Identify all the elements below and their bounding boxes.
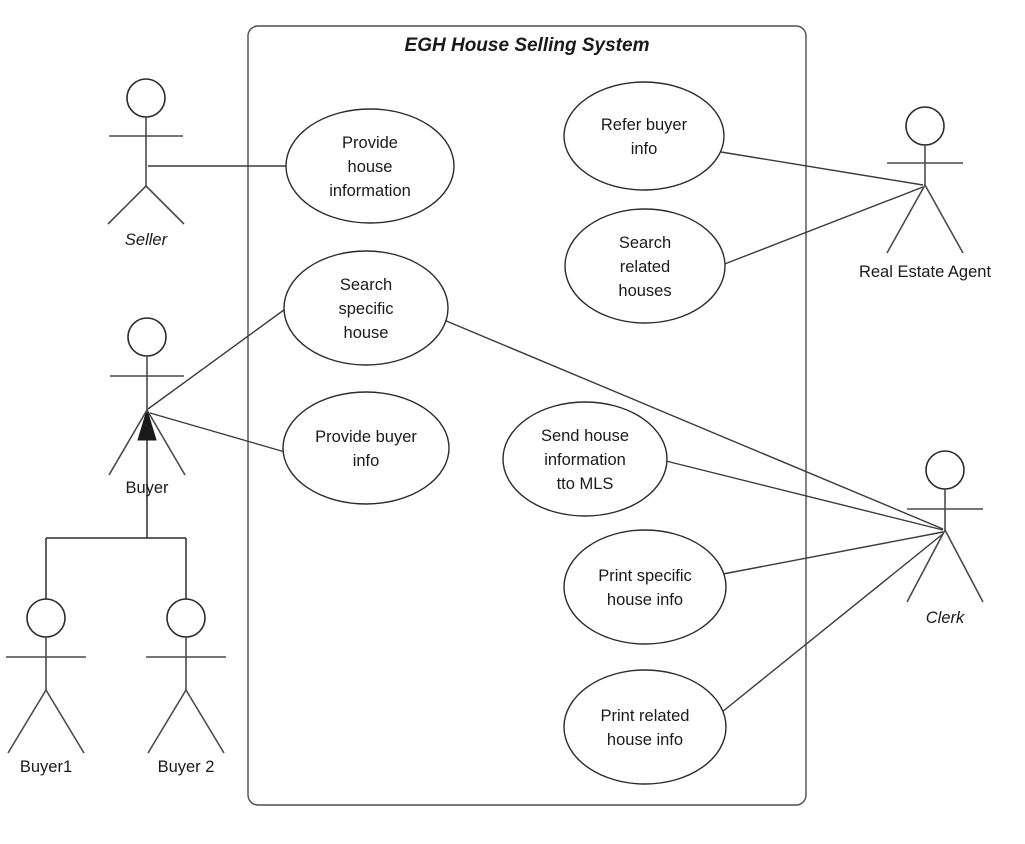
use-case-label-line: Print related	[601, 707, 690, 725]
use-case-print-related-house-info[interactable]: Print related house info	[563, 669, 727, 785]
use-case-label-line: Send house	[541, 427, 629, 445]
actor-left-leg-line	[147, 689, 187, 754]
actor-right-leg-line	[924, 184, 964, 254]
actor-right-leg-line	[146, 409, 186, 476]
system-boundary-box[interactable]	[247, 25, 807, 806]
generalization-layer	[45, 408, 187, 599]
use-case-ellipse	[285, 108, 455, 224]
association-lines-layer	[147, 151, 945, 713]
association-real-estate-agent-to-search-related-houses[interactable]	[721, 186, 924, 266]
use-case-label-line: Provide buyer	[315, 428, 417, 446]
generalization-arrowhead-icon	[137, 408, 157, 441]
use-case-label-line: house	[348, 158, 393, 176]
association-buyer-to-provide-buyer-info[interactable]	[149, 412, 286, 453]
use-case-label-line: info	[631, 140, 658, 158]
actor-label: Buyer	[125, 479, 169, 497]
actor-buyer2[interactable]: Buyer 2	[146, 598, 226, 776]
use-case-ellipse	[563, 81, 725, 191]
use-case-send-house-information-tto-mls[interactable]: Send house information tto MLS	[502, 401, 668, 517]
actor-left-leg-line	[886, 184, 926, 254]
use-case-label-line: house	[344, 324, 389, 342]
use-case-refer-buyer-info[interactable]: Refer buyer info	[563, 81, 725, 191]
actor-right-leg-line	[45, 689, 85, 754]
use-case-label-line: Refer buyer	[601, 116, 688, 134]
use-case-label-line: Search	[340, 276, 392, 294]
actor-left-leg-line	[108, 409, 148, 476]
use-case-provide-house-information[interactable]: Provide house information	[285, 108, 455, 224]
actor-seller[interactable]: Seller	[107, 78, 185, 249]
association-real-estate-agent-to-refer-buyer-info[interactable]	[720, 151, 924, 186]
use-case-label-line: Search	[619, 234, 671, 252]
use-case-ellipse	[564, 208, 726, 324]
actor-head-icon	[925, 450, 965, 490]
use-case-search-specific-house[interactable]: Search specific house	[283, 250, 449, 366]
association-search-specific-house-to-clerk[interactable]	[443, 319, 944, 530]
use-case-label-line: houses	[618, 282, 671, 300]
actor-head-icon	[127, 317, 167, 357]
use-case-label-line: Provide	[342, 134, 398, 152]
generalization-buyer-generalization[interactable]	[45, 408, 187, 599]
use-case-label-line: information	[329, 182, 411, 200]
association-buyer-to-search-specific-house[interactable]	[147, 306, 289, 410]
actor-label: Buyer 2	[158, 758, 215, 776]
use-case-search-related-houses[interactable]: Search related houses	[564, 208, 726, 324]
actor-head-icon	[126, 78, 166, 118]
use-case-ellipse	[563, 529, 727, 645]
use-case-print-specific-house-info[interactable]: Print specific house info	[563, 529, 727, 645]
actor-buyer1[interactable]: Buyer1	[6, 598, 86, 776]
actor-buyer[interactable]: Buyer	[108, 317, 186, 497]
use-case-ellipse	[283, 250, 449, 366]
actor-head-icon	[166, 598, 206, 638]
actor-label: Clerk	[926, 609, 965, 627]
use-case-label-line: house info	[607, 591, 683, 609]
use-case-label-line: tto MLS	[557, 475, 614, 493]
system-boundary-title: EGH House Selling System	[405, 35, 650, 56]
actor-label: Real Estate Agent	[859, 263, 992, 281]
use-case-label-line: Print specific	[598, 567, 692, 585]
actor-label: Buyer1	[20, 758, 72, 776]
actor-real-estate-agent[interactable]: Real Estate Agent	[859, 106, 992, 281]
use-case-label-line: info	[353, 452, 380, 470]
use-case-label-line: related	[620, 258, 670, 276]
use-case-ellipse	[282, 391, 450, 505]
use-case-provide-buyer-info[interactable]: Provide buyer info	[282, 391, 450, 505]
association-send-house-information-to-clerk[interactable]	[665, 460, 944, 531]
use-case-label-line: house info	[607, 731, 683, 749]
actor-left-leg-line	[7, 689, 47, 754]
actor-left-leg-line	[906, 529, 946, 603]
actor-right-leg-line	[185, 689, 225, 754]
association-print-related-house-info-to-clerk[interactable]	[721, 532, 945, 713]
actor-label: Seller	[125, 231, 169, 249]
actor-left-leg-line	[107, 185, 147, 225]
association-print-specific-house-info-to-clerk[interactable]	[722, 531, 944, 575]
use-case-ellipse	[502, 401, 668, 517]
use-case-label-line: specific	[338, 300, 393, 318]
actor-head-icon	[905, 106, 945, 146]
actor-right-leg-line	[145, 185, 185, 225]
use-case-ellipse	[563, 669, 727, 785]
actor-clerk[interactable]: Clerk	[906, 450, 984, 627]
use-case-label-line: information	[544, 451, 626, 469]
actor-right-leg-line	[944, 529, 984, 603]
actor-head-icon	[26, 598, 66, 638]
